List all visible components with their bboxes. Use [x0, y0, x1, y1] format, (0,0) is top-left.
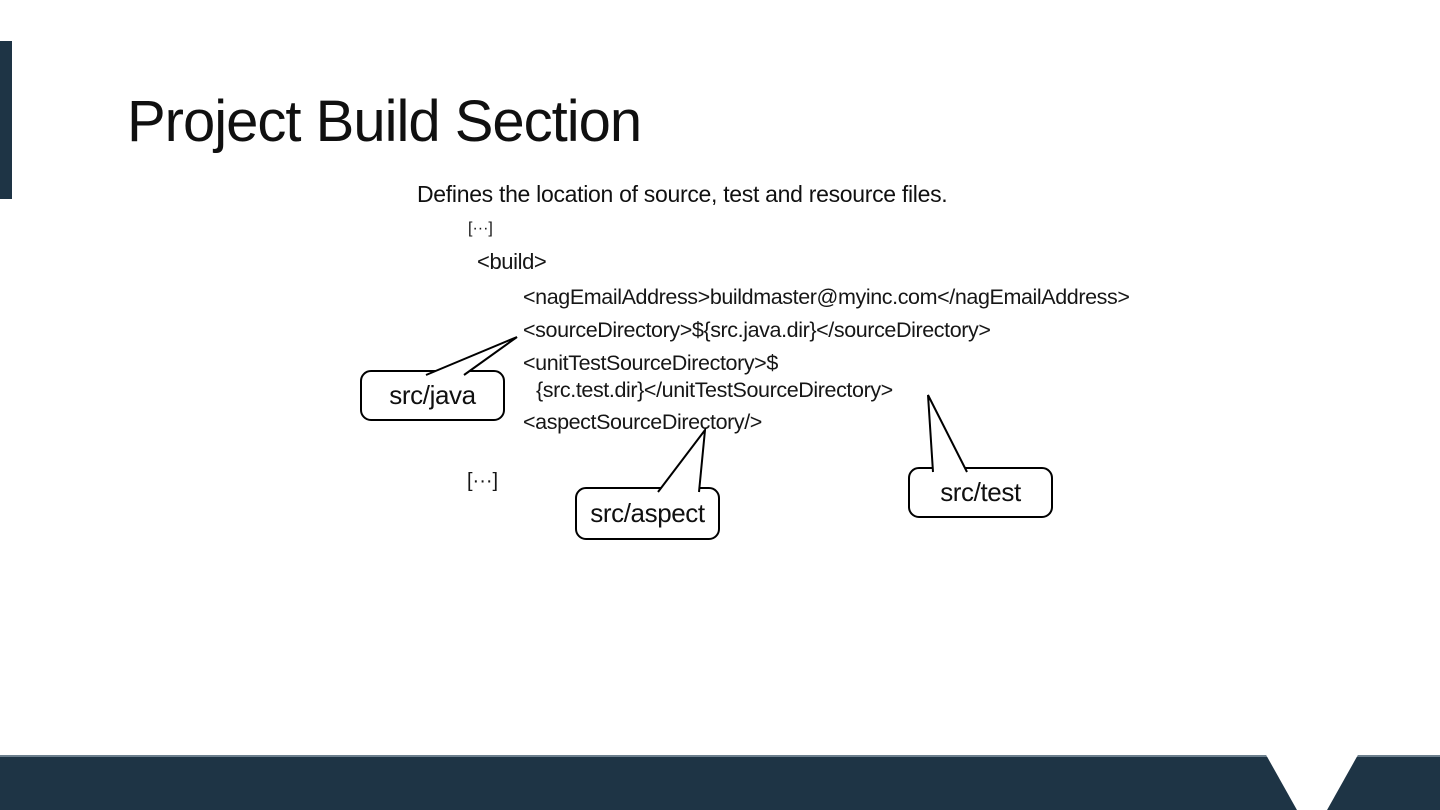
code-line-build-open: <build>	[477, 249, 547, 274]
callout-tail-src-aspect	[657, 426, 707, 493]
page-title: Project Build Section	[127, 89, 642, 154]
callout-tail-src-test	[927, 394, 968, 473]
callout-tail-src-aspect-fill	[658, 430, 705, 492]
subtitle: Defines the location of source, test and…	[417, 181, 948, 207]
callout-box-src-test: src/test	[908, 467, 1053, 518]
callout-box-src-java: src/java	[360, 370, 505, 421]
bottom-bar	[0, 755, 1440, 810]
callout-label-src-aspect: src/aspect	[590, 498, 705, 528]
code-ellipsis-bottom: [···]	[467, 470, 499, 492]
code-ellipsis-top: [···]	[468, 220, 493, 237]
code-line-nag-email: <nagEmailAddress>buildmaster@myinc.com</…	[523, 285, 1130, 309]
left-accent-bar	[0, 41, 12, 199]
callout-tail-src-test-fill	[928, 395, 967, 472]
code-line-source-directory: <sourceDirectory>${src.java.dir}</source…	[523, 318, 991, 342]
code-line-unit-test-source-directory: <unitTestSourceDirectory>$	[523, 351, 778, 375]
callout-box-src-aspect: src/aspect	[575, 487, 720, 540]
code-line-unit-test-source-directory-wrap: {src.test.dir}</unitTestSourceDirectory>	[536, 378, 893, 402]
callout-label-src-test: src/test	[940, 477, 1021, 507]
callout-label-src-java: src/java	[389, 380, 476, 410]
code-line-aspect-source-directory: <aspectSourceDirectory/>	[523, 410, 762, 434]
